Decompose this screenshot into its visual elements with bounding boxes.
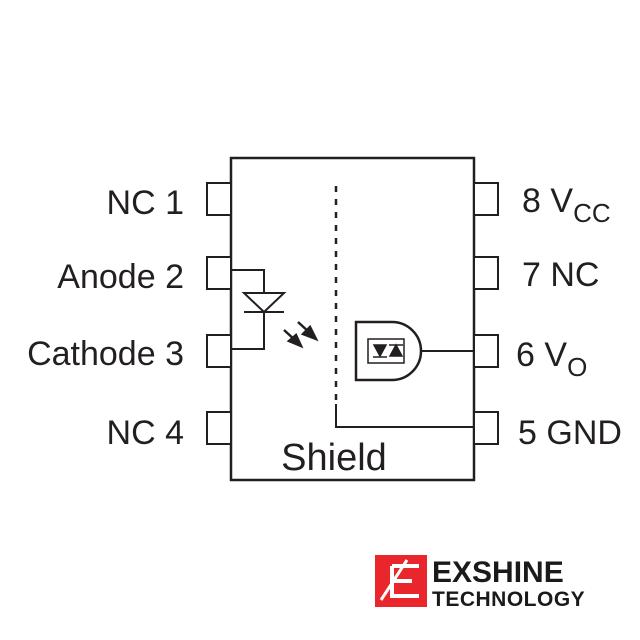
- light-emission-arrows-icon: [283, 321, 319, 349]
- pin-7-label: 7 NC: [522, 256, 599, 294]
- pin-8-label: 8 VCC: [522, 182, 611, 228]
- logo-name: EXSHINE: [432, 556, 564, 589]
- logo-subtitle: TECHNOLOGY: [432, 588, 585, 611]
- left-pin-tabs: [206, 182, 232, 445]
- pin-6-label: 6 VO: [516, 336, 587, 382]
- pin-2-tab: [206, 256, 232, 290]
- shield-label: Shield: [281, 437, 387, 479]
- right-pin-tabs: [473, 182, 499, 445]
- pin-3-tab: [206, 334, 232, 368]
- led-diode-icon: [241, 292, 287, 314]
- led-wiring: [231, 269, 265, 350]
- pin-1-tab: [206, 182, 232, 216]
- pin-4-label: NC 4: [107, 414, 184, 452]
- package-body: [229, 156, 476, 482]
- pin-3-label: Cathode 3: [27, 335, 184, 373]
- pin-6-tab: [473, 334, 499, 368]
- pin-5-label: 5 GND: [518, 414, 622, 452]
- photodetector-inner-icon: [367, 338, 405, 364]
- exshine-logo: EXSHINE TECHNOLOGY: [375, 555, 585, 611]
- pin-1-label: NC 1: [107, 184, 184, 222]
- pin-4-tab: [206, 411, 232, 445]
- pin-7-tab: [473, 256, 499, 290]
- shield-ground-connection: [335, 404, 474, 428]
- pin-5-tab: [473, 411, 499, 445]
- pin-8-tab: [473, 182, 499, 216]
- pin-2-label: Anode 2: [57, 258, 184, 296]
